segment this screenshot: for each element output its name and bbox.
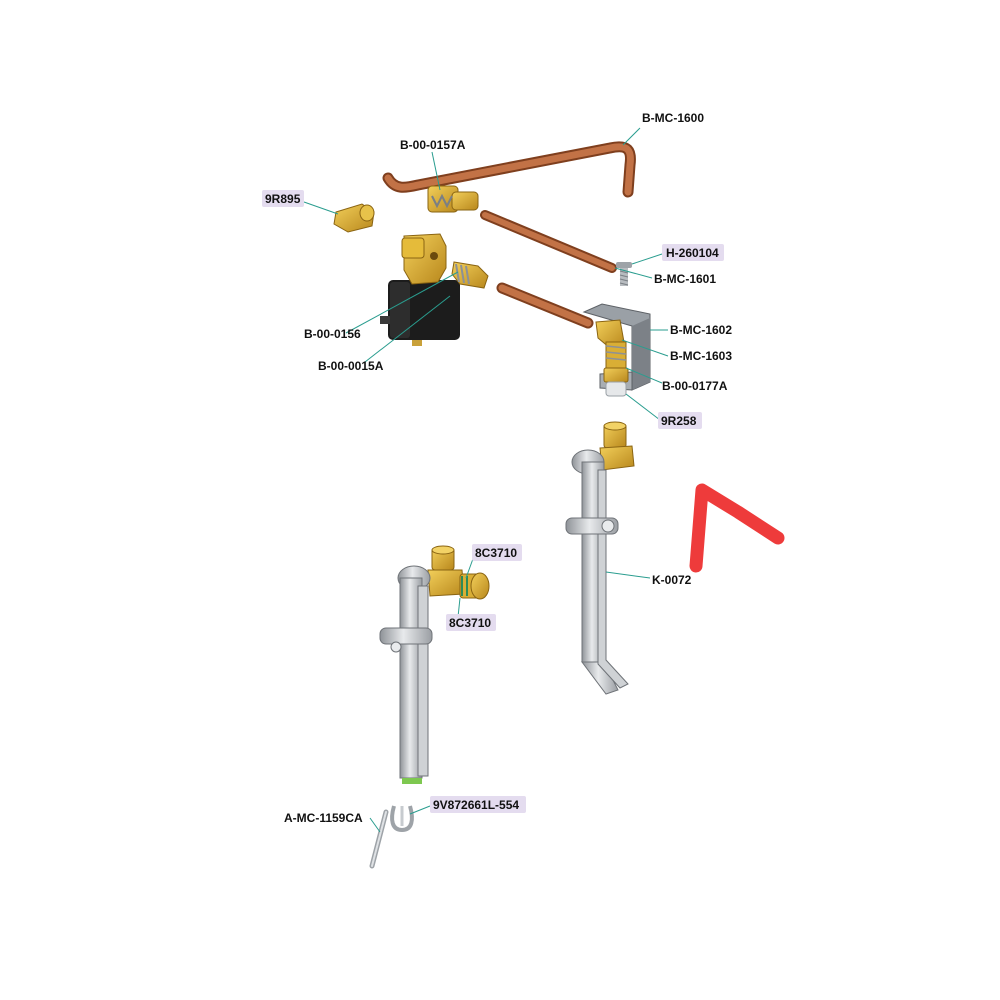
label-b-mc-1602: B-MC-1602 xyxy=(670,323,732,337)
label-k-0072: K-0072 xyxy=(652,573,692,587)
label-8c3710-top: 8C3710 xyxy=(475,546,517,560)
pin-a-mc-1159ca xyxy=(369,809,389,869)
nozzle-tip-9v872661l-554 xyxy=(390,805,414,833)
label-b-mc-1601: B-MC-1601 xyxy=(654,272,716,286)
label-b-00-0156: B-00-0156 xyxy=(304,327,361,341)
label-highlights xyxy=(262,190,724,813)
steam-wand-k-0072 xyxy=(565,421,635,695)
label-8c3710-bottom: 8C3710 xyxy=(449,616,491,630)
copper-tube-b-mc-1600 xyxy=(382,141,636,198)
label-b-00-0015a: B-00-0015A xyxy=(318,359,384,373)
steam-wand-left xyxy=(379,545,490,784)
label-b-00-0177a: B-00-0177A xyxy=(662,379,728,393)
label-b-mc-1603: B-MC-1603 xyxy=(670,349,732,363)
label-b-00-0157a: B-00-0157A xyxy=(400,138,466,152)
brass-elbow-fitting xyxy=(427,185,479,213)
label-b-mc-1600: B-MC-1600 xyxy=(642,111,704,125)
brass-fitting-9r895 xyxy=(333,203,375,233)
leader-lines xyxy=(303,127,669,833)
copper-tube-b-mc-1601 xyxy=(480,210,617,273)
solenoid-valve xyxy=(380,233,460,346)
label-9r895: 9R895 xyxy=(265,192,301,206)
label-a-mc-1159ca: A-MC-1159CA xyxy=(284,811,363,825)
label-9r258: 9R258 xyxy=(661,414,697,428)
label-9v872661l-554: 9V872661L-554 xyxy=(433,798,519,812)
screw-h-260104 xyxy=(616,262,632,286)
copper-tube-b-mc-1602 xyxy=(496,282,594,329)
label-h-260104: H-260104 xyxy=(666,246,719,260)
red-arrow-annotation xyxy=(689,483,785,573)
brass-elbow-b-00-0177a xyxy=(595,319,629,397)
brass-adapter-b-00-0156 xyxy=(451,261,489,289)
